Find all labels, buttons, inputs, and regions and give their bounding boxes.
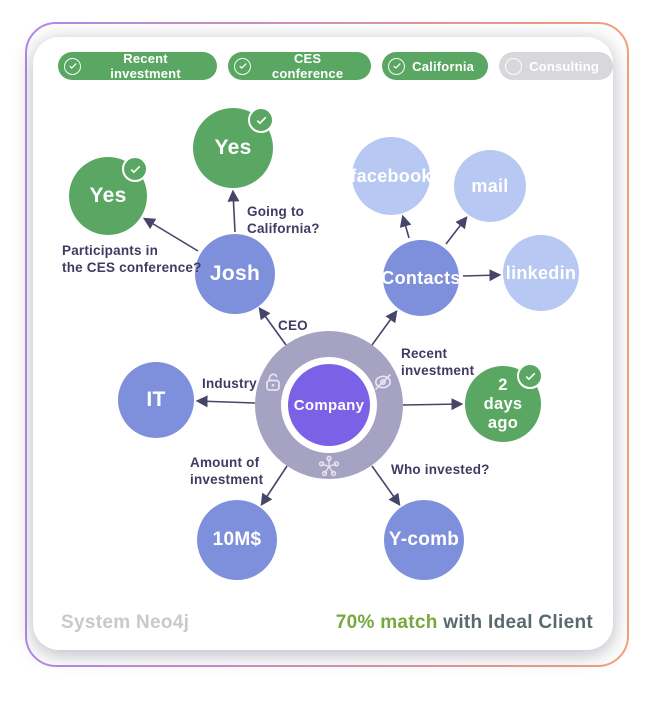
- chip-recent-investment[interactable]: Recent investment: [58, 51, 218, 81]
- network-icon: [318, 455, 340, 477]
- chip-label: Consulting: [529, 58, 599, 74]
- node-y-comb[interactable]: Y-comb: [384, 500, 464, 580]
- node-label: 10M$: [212, 529, 262, 550]
- node-label: Contacts: [381, 267, 461, 288]
- filter-chips: Recent investment CES conference Califor…: [58, 51, 613, 81]
- chip-california[interactable]: California: [382, 52, 489, 80]
- node-label: Y-comb: [388, 529, 460, 550]
- node-label: facebook: [350, 165, 432, 186]
- edge-label-recent: Recent investment: [401, 346, 475, 378]
- eye-slash-icon: [374, 374, 392, 390]
- match-suffix: with Ideal Client: [437, 612, 593, 633]
- node-label: Josh: [209, 262, 261, 285]
- chip-ces-conference[interactable]: CES conference: [228, 51, 372, 81]
- chip-label: CES conference: [271, 51, 344, 81]
- check-badge-icon: [248, 107, 274, 133]
- edge-company-it: [195, 395, 256, 408]
- node-facebook[interactable]: facebook: [350, 137, 432, 215]
- node-company[interactable]: Company: [288, 364, 370, 446]
- graph-canvas: Company: [33, 37, 613, 650]
- check-badge-icon: [517, 363, 543, 389]
- node-label: linkedin: [505, 262, 577, 283]
- node-label: 2 days ago: [483, 375, 523, 432]
- chip-consulting[interactable]: Consulting: [499, 52, 613, 80]
- edge-contacts-linkedin: [462, 269, 502, 282]
- node-label: Company: [293, 396, 365, 414]
- chip-label: Recent investment: [110, 51, 181, 81]
- empty-circle-icon: [505, 57, 523, 75]
- node-label: Yes: [214, 136, 252, 159]
- edge-josh-yesces: [142, 217, 199, 252]
- edge-company-2days: [402, 398, 464, 411]
- lock-icon: [266, 373, 280, 391]
- node-linkedin[interactable]: linkedin: [503, 235, 579, 311]
- edge-contacts-facebook: [399, 214, 412, 239]
- edge-josh-yescal: [227, 189, 240, 233]
- edge-label-industry: Industry: [202, 376, 257, 391]
- node-label: Yes: [89, 184, 127, 207]
- edge-label-ceo: CEO: [278, 318, 308, 333]
- edge-label-going: Going to California?: [247, 204, 320, 236]
- node-label: IT: [146, 388, 166, 411]
- match-text: 70% match with Ideal Client: [336, 612, 593, 634]
- system-label: System Neo4j: [61, 612, 190, 633]
- footer: System Neo4j 70% match with Ideal Client: [61, 612, 593, 634]
- node-contacts[interactable]: Contacts: [381, 240, 461, 316]
- check-badge-icon: [122, 156, 148, 182]
- node-10m[interactable]: 10M$: [197, 500, 277, 580]
- card: Recent investment CES conference Califor…: [33, 37, 613, 650]
- edge-company-10m: [260, 465, 288, 507]
- node-label: mail: [471, 175, 509, 196]
- edge-label-participants: Participants in the CES conference?: [62, 243, 202, 275]
- check-circle-icon: [64, 57, 81, 75]
- chip-label: California: [412, 58, 475, 74]
- node-mail[interactable]: mail: [454, 150, 526, 222]
- node-josh[interactable]: Josh: [195, 234, 275, 314]
- edge-company-ycomb: [371, 465, 401, 506]
- edge-company-josh: [258, 307, 287, 346]
- edge-company-contacts: [371, 310, 398, 346]
- edge-label-amount: Amount of investment: [190, 455, 264, 487]
- match-percentage: 70% match: [335, 612, 438, 633]
- check-circle-icon: [234, 57, 252, 75]
- check-circle-icon: [388, 57, 406, 75]
- edge-label-who-invested: Who invested?: [391, 462, 490, 477]
- node-it[interactable]: IT: [118, 362, 194, 438]
- edge-contacts-mail: [445, 216, 468, 245]
